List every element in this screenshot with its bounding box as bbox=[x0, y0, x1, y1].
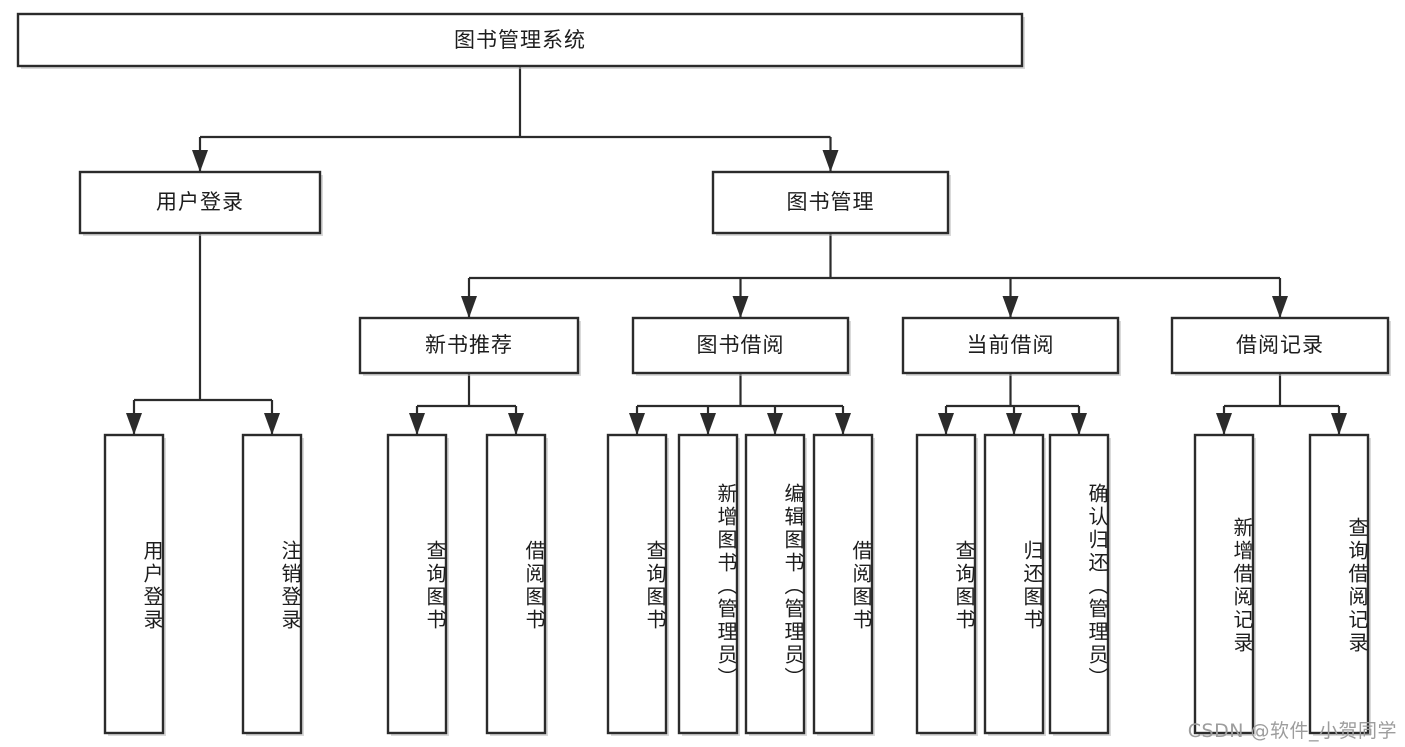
arrow-head bbox=[1272, 296, 1288, 318]
arrow-head bbox=[264, 413, 280, 435]
arrow-head bbox=[1006, 413, 1022, 435]
node-box-leaf-logout[interactable] bbox=[241, 433, 303, 735]
arrow-head bbox=[700, 413, 716, 435]
edge-group-current-borrow bbox=[938, 373, 1087, 435]
arrow-head bbox=[1071, 413, 1087, 435]
arrow-head bbox=[409, 413, 425, 435]
arrow-head bbox=[938, 413, 954, 435]
edge-group-new-book-recommend bbox=[409, 373, 524, 435]
node-box-borrow-record[interactable] bbox=[1170, 316, 1390, 375]
arrow-head bbox=[461, 296, 477, 318]
node-box-book-manage[interactable] bbox=[711, 170, 950, 235]
node-box-leaf-add-book[interactable] bbox=[677, 433, 739, 735]
node-box-leaf-query-book-3[interactable] bbox=[915, 433, 977, 735]
arrow-head bbox=[1216, 413, 1232, 435]
node-box-leaf-query-book-2[interactable] bbox=[606, 433, 668, 735]
arrow-head bbox=[192, 150, 208, 172]
node-box-book-borrow[interactable] bbox=[631, 316, 850, 375]
arrow-head bbox=[767, 413, 783, 435]
edge-group-root bbox=[192, 66, 839, 172]
edge-group-borrow-record bbox=[1216, 373, 1347, 435]
arrow-head bbox=[1002, 296, 1019, 318]
arrow-head bbox=[822, 150, 839, 172]
edge-group-book-borrow bbox=[629, 373, 851, 435]
node-box-leaf-confirm-return[interactable] bbox=[1048, 433, 1110, 735]
arrow-head bbox=[126, 413, 142, 435]
arrow-head bbox=[629, 413, 645, 435]
edge-group-book-manage bbox=[461, 233, 1288, 318]
node-box-leaf-borrow-book-1[interactable] bbox=[485, 433, 547, 735]
node-box-leaf-query-record[interactable] bbox=[1308, 433, 1370, 735]
arrow-head bbox=[732, 296, 749, 318]
edge-group-user-login bbox=[126, 233, 280, 435]
node-box-leaf-borrow-book-2[interactable] bbox=[812, 433, 874, 735]
node-box-root[interactable] bbox=[16, 12, 1024, 68]
node-box-user-login[interactable] bbox=[78, 170, 322, 235]
arrow-head bbox=[508, 413, 524, 435]
node-box-new-book-recommend[interactable] bbox=[358, 316, 580, 375]
node-box-leaf-query-book-1[interactable] bbox=[386, 433, 448, 735]
node-box-leaf-user-login[interactable] bbox=[103, 433, 165, 735]
arrow-head bbox=[835, 413, 851, 435]
node-box-leaf-add-record[interactable] bbox=[1193, 433, 1255, 735]
node-box-leaf-edit-book[interactable] bbox=[744, 433, 806, 735]
node-boxes-layer bbox=[16, 12, 1391, 736]
node-box-current-borrow[interactable] bbox=[901, 316, 1120, 375]
csdn-watermark: CSDN @软件_小贺同学 bbox=[1187, 720, 1397, 742]
arrow-head bbox=[1331, 413, 1347, 435]
connectors-layer bbox=[126, 66, 1347, 435]
node-box-leaf-return-book[interactable] bbox=[983, 433, 1045, 735]
